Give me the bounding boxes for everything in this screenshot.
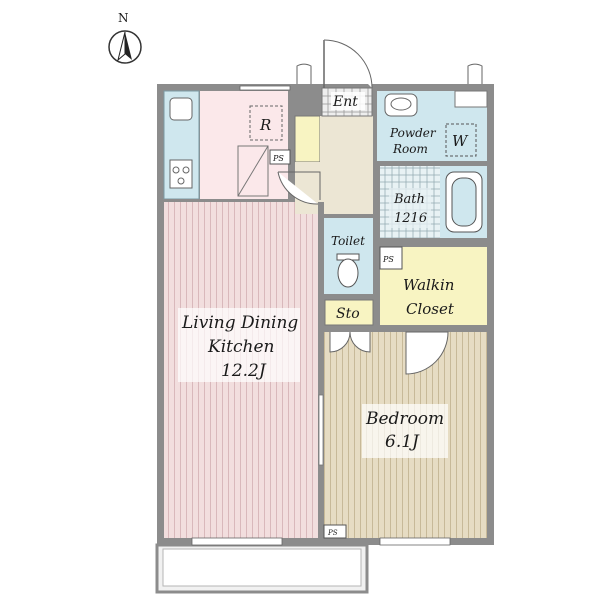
powder-room-line1: Powder — [389, 126, 437, 140]
storage-label: Sto — [336, 306, 360, 322]
window-kitchen — [239, 85, 291, 91]
window-top-left — [296, 63, 312, 84]
storage-door-right — [349, 331, 371, 353]
window-top-right — [467, 63, 483, 84]
powder-room-line2: Room — [392, 142, 428, 156]
bedroom-line2: 6.1J — [385, 432, 420, 452]
ldk-line1: Living Dining — [181, 313, 298, 333]
pipe-space-bottom — [323, 524, 347, 539]
sink-icon — [169, 97, 193, 121]
hallway — [320, 116, 373, 214]
closet-door — [405, 331, 449, 375]
door-swing-ldk — [278, 171, 321, 200]
bath-line2: 1216 — [394, 211, 427, 226]
compass: N — [108, 11, 142, 64]
ldk-line3: 12.2J — [221, 361, 267, 381]
storage-door-left — [329, 331, 351, 353]
bedroom-line1: Bedroom — [365, 409, 444, 429]
washbasin-icon — [384, 93, 418, 117]
washer-label: W — [452, 132, 469, 150]
ldk-line2: Kitchen — [207, 337, 274, 357]
pipe-space-bottom-label: PS — [327, 529, 338, 537]
storage — [324, 299, 374, 326]
pipe-space-closet-label: PS — [382, 255, 394, 264]
refrigerator-label: R — [259, 116, 271, 134]
bath-line1: Bath — [393, 192, 425, 207]
entrance-label: Ent — [332, 94, 358, 110]
toilet-label: Toilet — [331, 234, 365, 248]
washer-space — [445, 123, 477, 157]
refrigerator-space — [249, 105, 283, 141]
pipe-space — [269, 149, 291, 165]
shoe-cabinet — [294, 115, 321, 163]
walkin-closet-line2: Closet — [406, 300, 455, 318]
sliding-door[interactable] — [318, 394, 324, 466]
window-ldk — [191, 537, 283, 546]
toilet-icon — [337, 258, 359, 288]
compass-needle-icon — [125, 32, 132, 60]
window-bedroom — [379, 537, 451, 546]
compass-north-label: N — [118, 11, 129, 25]
pipe-space-label: PS — [272, 154, 284, 163]
walkin-closet-line1: Walkin — [403, 276, 454, 294]
balcony — [155, 543, 369, 594]
